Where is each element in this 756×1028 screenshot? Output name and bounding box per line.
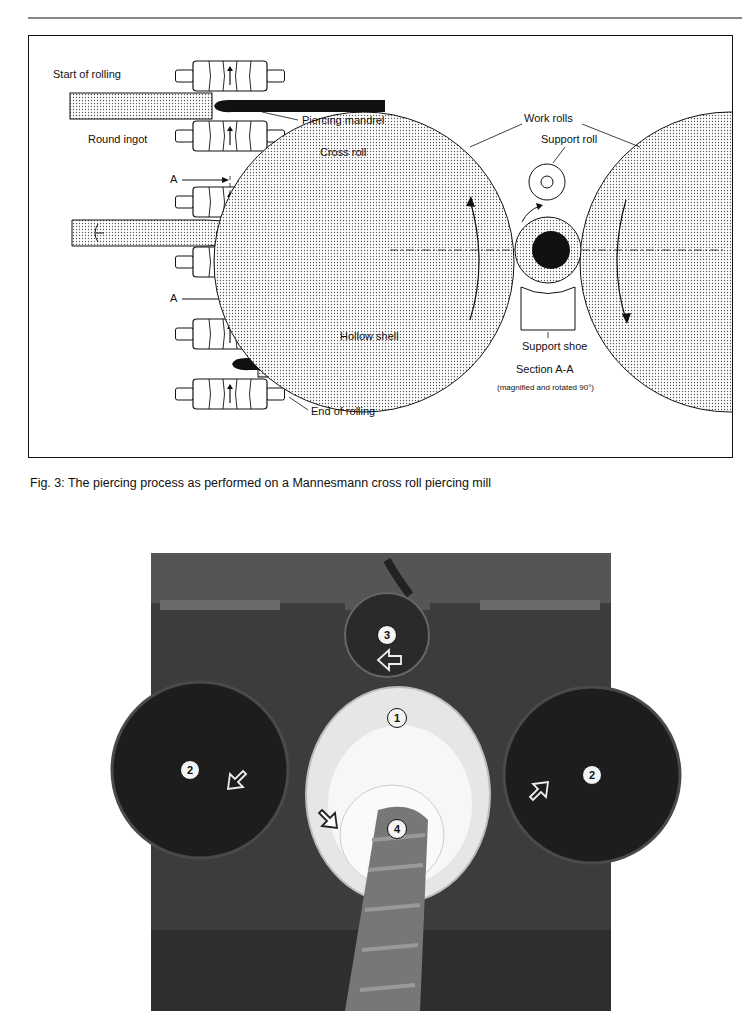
section-note: (magnified and rotated 90°) — [497, 383, 594, 393]
section-marker: A — [170, 173, 177, 186]
callout-text: 3 — [384, 629, 390, 641]
callout-text: 2 — [589, 769, 595, 781]
part-label: Hollow shell — [340, 330, 399, 343]
section-marker: A — [170, 292, 177, 305]
part-label: Support shoe — [522, 340, 587, 353]
callout-text: 4 — [394, 823, 400, 835]
part-label: Support roll — [541, 133, 597, 146]
callout-number: 4 — [387, 819, 407, 839]
callout-text: 1 — [394, 712, 400, 724]
callout-number: 1 — [387, 708, 407, 728]
part-label: Round ingot — [88, 133, 147, 146]
stage-label: End of rolling — [311, 405, 375, 418]
part-label: Cross roll — [320, 146, 366, 159]
figure-caption: Fig. 3: The piercing process as performe… — [30, 476, 491, 491]
part-label: Work rolls — [524, 112, 573, 125]
callout-text: 2 — [187, 764, 193, 776]
part-label: Piercing mandrel — [302, 114, 385, 127]
callout-number: 2 — [180, 760, 200, 780]
callout-number: 3 — [377, 625, 397, 645]
stage-label: Start of rolling — [53, 68, 121, 81]
callout-number: 2 — [582, 765, 602, 785]
section-title: Section A-A — [516, 363, 573, 376]
